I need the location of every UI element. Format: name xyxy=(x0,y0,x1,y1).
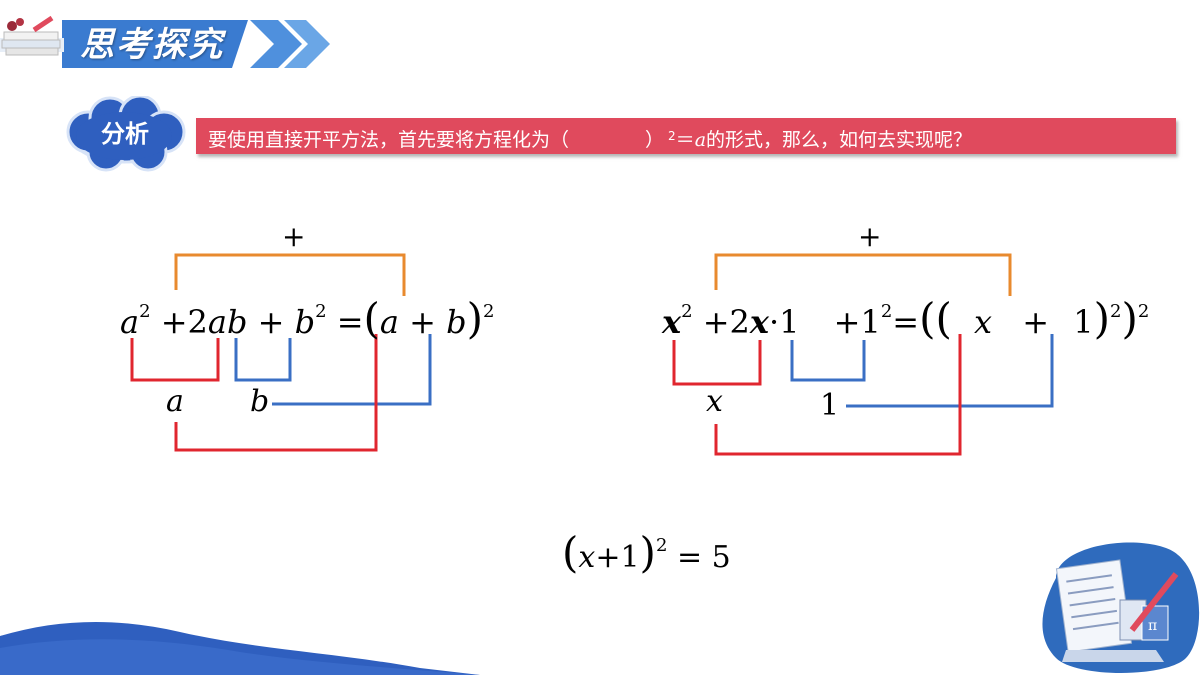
exp: 2 xyxy=(1110,301,1122,322)
label-a: a xyxy=(166,384,184,419)
term-b: b xyxy=(446,303,467,341)
cloud-badge xyxy=(66,96,186,172)
op-plus: + xyxy=(702,303,730,341)
header-banner xyxy=(0,15,330,68)
decor-wave xyxy=(0,621,480,675)
paren-right: ) xyxy=(639,528,656,577)
right-blue-bracket xyxy=(790,340,866,382)
exp: 2 xyxy=(655,535,668,556)
label-1: 1 xyxy=(820,388,840,423)
op-plus: + xyxy=(160,303,188,341)
term-x: x xyxy=(974,303,993,341)
left-top-plus: + xyxy=(282,220,306,253)
analysis-label: 分析 xyxy=(101,120,149,148)
left-top-bracket xyxy=(174,253,406,296)
right-blue-link xyxy=(846,334,1054,408)
term-a: a xyxy=(379,303,399,341)
formula-left: a2 +2ab + b2 =(a + b)2 xyxy=(120,294,494,343)
left-red-link xyxy=(174,334,378,452)
left-red-bracket xyxy=(130,338,220,382)
paren-left: ( xyxy=(363,294,380,343)
paren-right: ) xyxy=(466,294,484,343)
left-blue-link xyxy=(272,334,432,406)
op-plus: + xyxy=(833,303,861,341)
page-title: 思考探究 xyxy=(80,25,224,65)
op-equals: = xyxy=(676,540,703,575)
analysis-prompt: 要使用直接开平方法，首先要将方程化为（ ）2＝a的形式，那么，如何去实现呢？ xyxy=(196,118,1176,154)
prompt-exponent: 2 xyxy=(668,129,676,143)
paren-left: ( xyxy=(935,294,952,343)
exp: 2 xyxy=(681,301,693,322)
exp: 2 xyxy=(483,301,495,322)
prompt-variable: a xyxy=(694,129,707,151)
right-red-link xyxy=(714,334,962,456)
prompt-close-paren: ） xyxy=(645,129,665,151)
term-one: 1 xyxy=(620,540,640,575)
paren-right: ) xyxy=(1121,294,1138,343)
coef: 2 xyxy=(187,303,208,341)
term-x: x xyxy=(662,303,682,341)
math-decoration: π xyxy=(1042,542,1200,673)
op-plus: + xyxy=(595,540,621,575)
paren-right: ) xyxy=(1093,294,1110,343)
prompt-text-end: 的形式，那么，如何去实现呢？ xyxy=(706,129,973,151)
term-b: b xyxy=(294,303,316,341)
op-dot: · xyxy=(768,303,780,341)
paren-left: ( xyxy=(562,528,579,577)
exp: 2 xyxy=(1137,301,1150,322)
right-red-bracket xyxy=(672,340,762,386)
prompt-text-start: 要使用直接开平方法，首先要将方程化为（ xyxy=(208,129,570,151)
term-a: a xyxy=(120,303,140,341)
term-one: 1 xyxy=(779,303,800,341)
paren-left: ( xyxy=(919,294,936,343)
coef: 2 xyxy=(729,303,750,341)
formula-result: (x+1)2 = 5 xyxy=(562,528,731,577)
svg-text:π: π xyxy=(1148,618,1157,634)
term-one: 1 xyxy=(1073,303,1094,341)
op-plus: + xyxy=(257,303,285,341)
exp: 2 xyxy=(139,301,151,322)
exp: 2 xyxy=(880,301,893,322)
term-five: 5 xyxy=(711,540,731,575)
label-x: x xyxy=(706,384,723,419)
right-top-plus: + xyxy=(858,220,882,253)
exp: 2 xyxy=(315,301,327,322)
op-equals: = xyxy=(336,303,364,341)
op-plus: + xyxy=(1022,303,1050,341)
left-blue-bracket xyxy=(234,338,292,382)
op-plus: + xyxy=(409,303,436,341)
label-b: b xyxy=(250,384,270,419)
term-x: x xyxy=(749,303,769,341)
term-b: b xyxy=(226,303,248,341)
term-a: a xyxy=(207,303,227,341)
formula-right: x2 +2x·1 +12=(( x + 1)2)2 xyxy=(662,294,1149,343)
op-equals: = xyxy=(892,303,920,341)
term-x: x xyxy=(578,540,596,575)
prompt-equals: ＝ xyxy=(675,129,695,151)
right-top-bracket xyxy=(714,253,1012,296)
term-one: 1 xyxy=(860,303,881,341)
